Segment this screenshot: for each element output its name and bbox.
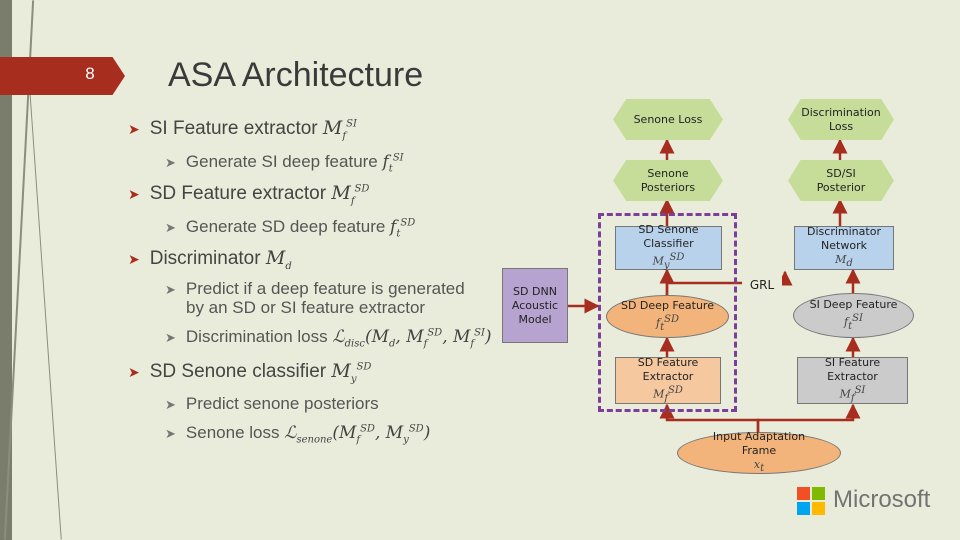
sub-bullet-text: Senone loss	[185, 423, 285, 442]
bullet-arrow-icon: ➤	[128, 121, 140, 137]
math-symbol: MySD	[652, 252, 685, 271]
bullet-arrow-icon: ➤	[128, 251, 140, 267]
sub-bullet: ➤ Generate SI deep feature ftSI	[165, 152, 404, 174]
sub-bullet: ➤ Discrimination loss ℒdisc(Md, MfSD, MfS…	[165, 327, 492, 349]
sd-senone-classifier-node: SD Senone Classifier MySD	[615, 223, 722, 271]
math-formula: ℒdisc(Md, MfSD, MfSI)	[332, 327, 492, 350]
microsoft-logo-icon	[797, 487, 826, 516]
sd-dnn-acoustic-model-node: SD DNN Acoustic Model	[502, 268, 568, 343]
sd-feature-extractor-node: SD Feature Extractor MfSD	[615, 355, 721, 404]
math-symbol: ftSD	[656, 313, 679, 333]
math-symbol: ftSI	[844, 312, 863, 332]
si-deep-feature-node: SI Deep Feature ftSI	[793, 293, 914, 338]
sub-bullet-text: Generate SD deep feature	[185, 217, 391, 236]
sub-bullet: ➤ Generate SD deep feature ftSD	[165, 217, 415, 239]
sd-deep-feature-node: SD Deep Feature ftSD	[606, 295, 729, 338]
bullet-si-extractor: ➤ SI Feature extractor MfSI	[128, 117, 357, 142]
math-symbol: MfSD	[331, 182, 370, 207]
sd-dnn-group-outline	[598, 213, 737, 412]
math-symbol: Md	[835, 252, 853, 270]
slide-title: ASA Architecture	[168, 56, 424, 94]
math-symbol: MfSI	[839, 384, 866, 404]
math-symbol: MySD	[331, 360, 372, 385]
chevron-icon: ➤	[165, 397, 176, 412]
math-symbol: Md	[265, 247, 292, 272]
math-symbol: ftSD	[390, 217, 416, 240]
bullet-text: SI Feature extractor	[149, 118, 323, 139]
math-symbol: xt	[753, 457, 765, 475]
chevron-icon: ➤	[165, 282, 176, 297]
bullet-arrow-icon: ➤	[128, 186, 140, 202]
bullet-text: SD Senone classifier	[149, 361, 332, 382]
slide-number-badge	[0, 57, 125, 95]
chevron-icon: ➤	[165, 426, 176, 441]
slide-number: 8	[85, 64, 95, 83]
sub-bullet-text: Predict if a deep feature is generated	[185, 279, 465, 298]
si-feature-extractor-node: SI Feature Extractor MfSI	[797, 355, 908, 404]
node-label: SD Senone Classifier	[638, 223, 699, 251]
input-adaptation-frame-node: Input Adaptation Frame xt	[677, 429, 841, 475]
bullet-arrow-icon: ➤	[128, 364, 140, 380]
sub-bullet: ➤ Predict senone posteriors	[165, 394, 379, 414]
sdsi-posterior-node: SD/SI Posterior	[788, 160, 894, 201]
microsoft-wordmark: Microsoft	[833, 486, 931, 513]
chevron-icon: ➤	[165, 220, 176, 235]
sub-bullet-continuation: by an SD or SI feature extractor	[186, 298, 426, 317]
math-symbol: ftSI	[382, 152, 404, 175]
discriminator-network-node: Discriminator Network Md	[794, 224, 894, 270]
math-symbol: MfSD	[653, 384, 683, 404]
chevron-icon: ➤	[165, 155, 176, 170]
math-formula: ℒsenone(MfSD, MySD)	[284, 423, 431, 446]
bullet-text: SD Feature extractor	[149, 183, 332, 204]
node-label: SD Deep Feature	[620, 298, 714, 312]
sub-bullet: ➤ Senone loss ℒsenone(MfSD, MySD)	[165, 423, 430, 445]
node-label: SI Feature Extractor	[824, 355, 881, 383]
bullet-text: Discriminator	[149, 248, 266, 269]
senone-loss-node: Senone Loss	[613, 99, 723, 140]
sub-bullet-text: Discrimination loss	[185, 327, 333, 346]
bullet-discriminator: ➤ Discriminator Md	[128, 247, 292, 272]
senone-posteriors-node: Senone Posteriors	[613, 160, 723, 201]
sub-bullet: ➤ Predict if a deep feature is generated	[165, 279, 465, 299]
node-label: SI Deep Feature	[809, 297, 898, 311]
chevron-icon: ➤	[165, 330, 176, 345]
sub-bullet-text: Predict senone posteriors	[185, 394, 379, 413]
grl-label: GRL	[742, 274, 782, 296]
sub-bullet-text: Generate SI deep feature	[185, 152, 383, 171]
bullet-sd-extractor: ➤ SD Feature extractor MfSD	[128, 182, 369, 207]
node-label: SD Feature Extractor	[637, 355, 699, 383]
math-symbol: MfSI	[322, 117, 357, 142]
left-band	[0, 0, 12, 540]
discrimination-loss-node: Discrimination Loss	[788, 99, 894, 140]
bullet-senone-classifier: ➤ SD Senone classifier MySD	[128, 360, 371, 385]
node-label: Input Adaptation Frame	[712, 429, 806, 457]
node-label: Discriminator Network	[807, 224, 881, 252]
